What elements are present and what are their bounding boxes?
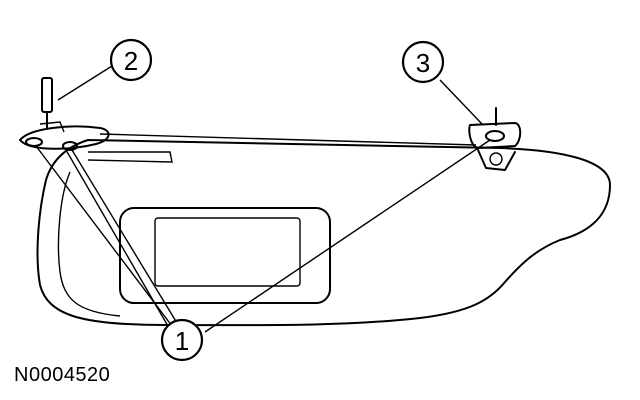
pivot-arm <box>19 125 110 150</box>
vanity-mirror-glass <box>154 217 301 287</box>
visor-rod-line <box>99 133 477 146</box>
callout-2: 2 <box>109 38 153 82</box>
leader-2 <box>57 65 113 101</box>
vanity-mirror-frame <box>119 207 331 304</box>
leader-1-to-clip <box>204 139 491 333</box>
visor-top-strip <box>87 151 173 163</box>
callout-3: 3 <box>401 40 445 84</box>
leader-1-to-hole-2 <box>71 149 181 329</box>
pivot-rod-base <box>39 121 65 133</box>
pivot-screw-hole-2 <box>62 141 78 151</box>
pivot-screw-hole-1 <box>25 137 43 147</box>
callout-2-label: 2 <box>124 46 138 76</box>
callout-3-label: 3 <box>416 48 430 78</box>
callout-1: 1 <box>160 318 204 362</box>
figure-id: N0004520 <box>14 364 111 386</box>
callout-1-label: 1 <box>175 326 189 356</box>
retainer-bracket <box>477 149 516 171</box>
retainer-clip-hole <box>485 130 505 142</box>
pivot-rod <box>41 77 53 113</box>
leader-3 <box>439 79 483 125</box>
sun-visor-outline <box>36 139 611 327</box>
leader-1-to-hole-2b <box>65 149 173 334</box>
retainer-clip <box>468 122 522 149</box>
sun-visor-inner-edge <box>57 171 121 317</box>
retainer-bolt <box>489 152 503 166</box>
